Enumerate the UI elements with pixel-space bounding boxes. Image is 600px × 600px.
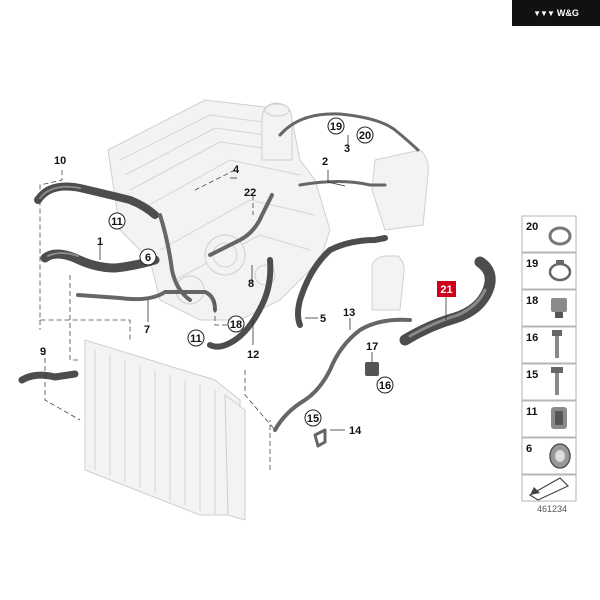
callout-1: 1	[97, 236, 103, 248]
callout-9: 9	[40, 346, 46, 358]
brand-mark-icon: ▼▼▼	[533, 8, 555, 18]
legend-num-19: 19	[526, 258, 538, 270]
legend-num-15: 15	[526, 369, 538, 381]
callout-19-circle: 19	[330, 121, 342, 133]
hose-clamp-icon	[548, 226, 572, 246]
callout-5: 5	[320, 313, 326, 325]
hose-5	[295, 235, 388, 328]
pipe-2	[298, 180, 387, 187]
callout-17: 17	[366, 341, 378, 353]
callout-20-circle: 20	[359, 130, 371, 142]
brand-logo: ▼▼▼ W&G	[512, 0, 600, 26]
pipe-13	[273, 317, 412, 432]
callout-16-circle: 16	[379, 380, 391, 392]
radiator-ghost	[84, 339, 246, 521]
callout-21: 21	[440, 284, 452, 296]
hose-21	[399, 256, 496, 346]
callout-6-circle: 6	[145, 252, 151, 264]
hose-1	[40, 249, 160, 273]
bracket-14	[313, 428, 327, 448]
hose-8-12	[207, 257, 274, 350]
callout-3: 3	[344, 143, 350, 155]
holder-clip-icon	[551, 298, 567, 318]
callout-13: 13	[343, 307, 355, 319]
callout-22: 22	[244, 187, 256, 199]
callout-8: 8	[248, 278, 254, 290]
pipe-11-upper	[158, 213, 192, 302]
bolt-icon	[552, 330, 562, 358]
legend-num-6: 6	[526, 443, 532, 455]
spring-clamp-icon	[548, 260, 572, 282]
callout-21-highlight	[437, 281, 456, 297]
flange-bolt-icon	[551, 367, 563, 395]
pipe-22	[208, 193, 274, 257]
expansion-tank-ghost	[261, 102, 429, 311]
callout-18-circle: 18	[230, 319, 242, 331]
legend-num-16: 16	[526, 332, 538, 344]
callout-10: 10	[54, 155, 66, 167]
pipe-19-20	[278, 112, 420, 152]
callout-11-circle: 11	[111, 216, 123, 228]
pipe-7	[76, 290, 217, 312]
callout-12: 12	[247, 349, 259, 361]
callout-11b-circle: 11	[190, 333, 202, 345]
legend-num-18: 18	[526, 295, 538, 307]
hose-clamp-17	[365, 362, 379, 376]
callout-7: 7	[144, 324, 150, 336]
callout-4: 4	[233, 164, 240, 176]
parts-legend: 20 19 18 16 15 11	[521, 215, 577, 502]
diagram-id: 461234	[537, 504, 567, 514]
coupling-icon	[549, 443, 571, 469]
legend-num-11: 11	[526, 406, 538, 418]
brand-logo-text: W&G	[556, 8, 579, 18]
arrow-icon	[528, 477, 570, 501]
engine-ghost	[107, 99, 331, 321]
callout-2: 2	[322, 156, 328, 168]
callout-14: 14	[349, 425, 362, 437]
quick-connector-icon	[551, 407, 567, 429]
hose-9	[18, 370, 79, 384]
hose-10	[34, 182, 159, 219]
callout-15-circle: 15	[307, 413, 319, 425]
legend-num-20: 20	[526, 221, 538, 233]
